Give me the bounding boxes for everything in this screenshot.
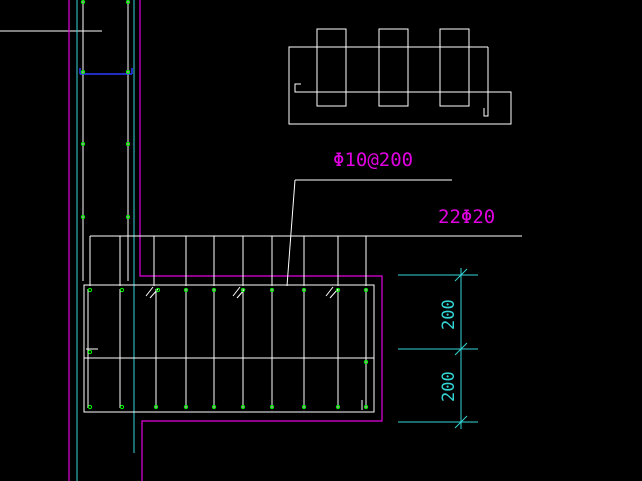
stirrup-callout-label: Φ10@200: [333, 149, 413, 171]
beam-rebar-cage: [83, 284, 375, 413]
column-outline-cyan: [76, 0, 135, 481]
column-inner-line-white: [82, 0, 129, 281]
dimension-label-lower: 200: [439, 371, 459, 402]
stirrup-detail: [288, 28, 512, 125]
column-outline-magenta: [68, 0, 383, 481]
main-bar-callout-label: 22Φ20: [438, 206, 495, 228]
dimension-lines: [398, 268, 478, 429]
column-rebar-dots: [80, 0, 131, 220]
beam-rebar-dots: [87, 287, 369, 410]
beam-vertical-bars-upper: [119, 236, 367, 286]
callout-leaders: [286, 179, 452, 287]
dimension-label-upper: 200: [439, 299, 459, 330]
beam-top-line: [89, 235, 522, 286]
column-blue-mark: [79, 68, 133, 75]
